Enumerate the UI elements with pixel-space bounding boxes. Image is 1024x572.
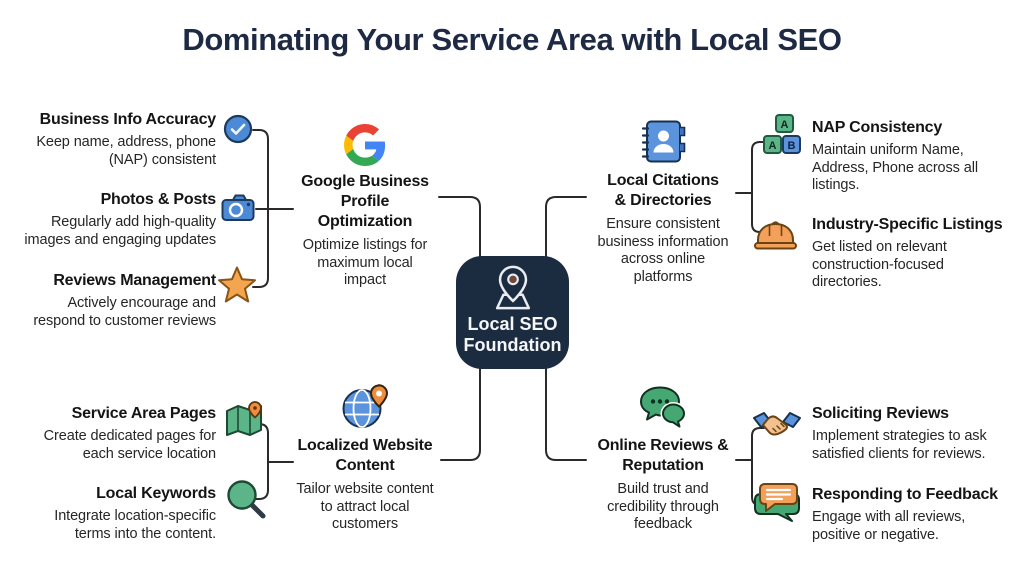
- page-title: Dominating Your Service Area with Local …: [182, 22, 842, 57]
- item-industry-specific-listings: Industry-Specific Listings Get listed on…: [812, 215, 1022, 292]
- map-icon: [226, 401, 262, 436]
- handshake-icon: [753, 412, 801, 436]
- svg-text:A: A: [781, 119, 789, 131]
- item-title: Service Area Pages: [71, 405, 217, 422]
- connector-website-to-center: [440, 367, 481, 461]
- connector-google-to-center: [438, 196, 481, 258]
- section-local-citations: Local Citations & Directories Ensure con…: [586, 118, 740, 286]
- item-desc: Engage with all reviews, positive or neg…: [812, 509, 966, 543]
- section-desc: Tailor website content to attract local …: [296, 481, 434, 532]
- nap-blocks-icon: A A B: [763, 114, 801, 154]
- item-desc: Maintain uniform Name, Address, Phone ac…: [812, 142, 978, 193]
- item-desc: Actively encourage and respond to custom…: [33, 295, 216, 329]
- section-desc: Optimize listings for maximum local impa…: [302, 237, 428, 288]
- item-title: Local Keywords: [96, 485, 216, 502]
- item-title: Industry-Specific Listings: [812, 216, 1003, 233]
- section-localized-website-content: Localized Website Content Tailor website…: [285, 383, 445, 534]
- map-pin-icon: [495, 265, 530, 310]
- section-desc: Ensure consistent business information a…: [597, 216, 729, 285]
- connector-center-to-citations: [545, 196, 587, 258]
- svg-text:B: B: [788, 140, 796, 152]
- item-soliciting-reviews: Soliciting Reviews Implement strategies …: [812, 404, 1022, 463]
- svg-text:A: A: [769, 140, 777, 152]
- section-title: Local Citations & Directories: [607, 172, 719, 209]
- hard-hat-icon: [754, 221, 797, 250]
- item-desc: Integrate location-specific terms into t…: [54, 508, 216, 542]
- section-online-reviews-reputation: Online Reviews & Reputation Build trust …: [586, 383, 740, 534]
- section-title: Online Reviews & Reputation: [597, 437, 729, 474]
- item-reviews-management: Reviews Management Actively encourage an…: [4, 271, 216, 330]
- item-title: Responding to Feedback: [812, 486, 998, 503]
- item-local-keywords: Local Keywords Integrate location-specif…: [4, 484, 216, 543]
- section-title: Localized Website Content: [297, 437, 433, 474]
- item-nap-consistency: NAP Consistency Maintain uniform Name, A…: [812, 118, 1022, 195]
- item-title: Business Info Accuracy: [39, 111, 217, 128]
- globe-pin-icon: [342, 384, 389, 428]
- center-node-local-seo-foundation: Local SEO Foundation: [456, 256, 569, 369]
- item-desc: Regularly add high-quality images and en…: [24, 214, 216, 248]
- item-desc: Keep name, address, phone (NAP) consiste…: [36, 134, 216, 168]
- item-business-info-accuracy: Business Info Accuracy Keep name, addres…: [4, 110, 216, 169]
- star-icon: [218, 266, 256, 303]
- section-title: Google Business Profile Optimization: [301, 173, 429, 230]
- address-book-icon: [641, 120, 686, 163]
- item-desc: Create dedicated pages for each service …: [43, 428, 216, 462]
- chat-bubbles-icon: [640, 386, 687, 429]
- feedback-bubbles-icon: [754, 483, 800, 522]
- section-desc: Build trust and credibility through feed…: [607, 481, 719, 532]
- item-title: Photos & Posts: [100, 191, 217, 208]
- center-node-label: Local SEO Foundation: [463, 314, 562, 355]
- item-desc: Get listed on relevant construction-focu…: [812, 239, 947, 290]
- item-desc: Implement strategies to ask satisfied cl…: [812, 428, 987, 462]
- connector-bracket-top-right: [751, 141, 765, 233]
- item-title: NAP Consistency: [812, 119, 943, 136]
- search-icon: [227, 480, 266, 519]
- check-circle-icon: [223, 114, 253, 144]
- section-google-business-profile: Google Business Profile Optimization Opt…: [287, 124, 443, 290]
- item-title: Soliciting Reviews: [812, 405, 949, 422]
- item-title: Reviews Management: [53, 272, 216, 289]
- item-photos-posts: Photos & Posts Regularly add high-qualit…: [4, 190, 216, 249]
- item-service-area-pages: Service Area Pages Create dedicated page…: [4, 404, 217, 463]
- connector-center-to-reviews: [545, 367, 587, 461]
- camera-icon: [221, 194, 255, 221]
- google-g-logo: [344, 124, 386, 166]
- item-responding-to-feedback: Responding to Feedback Engage with all r…: [812, 485, 1022, 544]
